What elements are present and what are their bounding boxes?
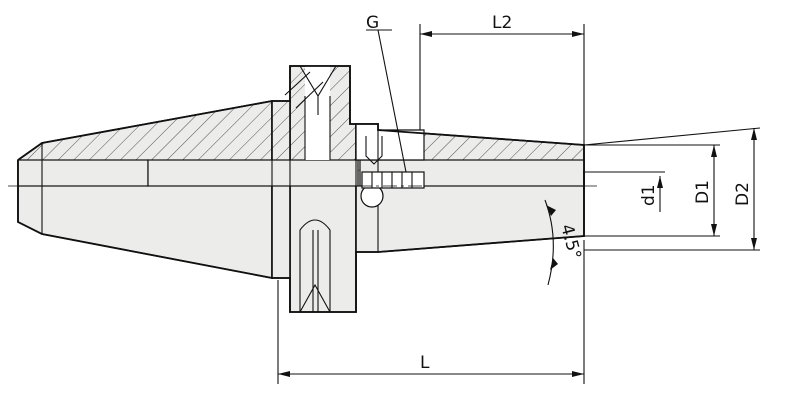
label-g: G: [366, 13, 379, 33]
g-screw: [361, 171, 425, 189]
label-d1: d1: [639, 184, 659, 206]
label-D1: D1: [693, 180, 713, 204]
g-leader: [377, 29, 407, 173]
label-l: L: [420, 353, 430, 373]
label-D2: D2: [733, 182, 753, 206]
rear-bore: [17, 159, 149, 187]
inner-bore: [147, 159, 359, 187]
label-l2: L2: [492, 13, 512, 33]
section-hatching: [17, 65, 585, 187]
dimensions: [277, 24, 761, 384]
drill-hole: [365, 136, 383, 165]
